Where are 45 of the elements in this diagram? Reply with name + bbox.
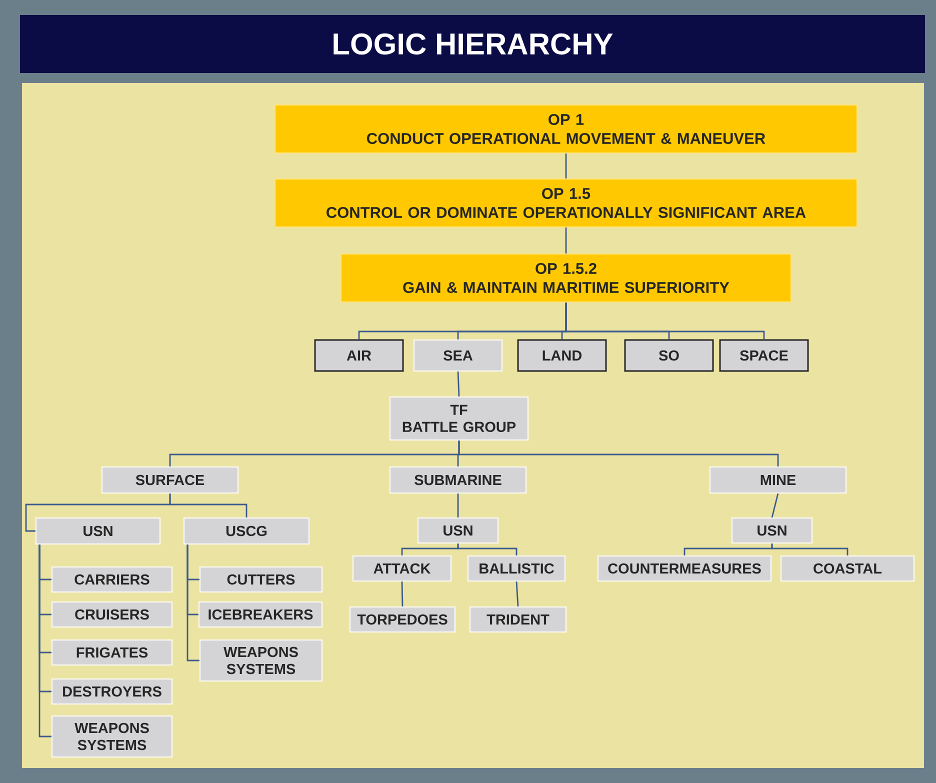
- connector-line: [38, 544, 52, 738]
- category-box: MINE: [710, 466, 846, 494]
- category-box: LAND: [517, 339, 607, 372]
- connector-line: [458, 440, 779, 466]
- connector-line: [169, 494, 248, 518]
- connector-line: [186, 544, 200, 662]
- connector-line: [565, 302, 765, 340]
- category-box: AIR: [314, 339, 404, 372]
- connector-line: [771, 493, 779, 518]
- category-box: USCG: [184, 518, 310, 544]
- category-box: WEAPONS SYSTEMS: [200, 640, 322, 682]
- category-box: ICEBREAKERS: [198, 602, 322, 628]
- category-box: USN: [732, 518, 812, 544]
- category-box: CARRIERS: [52, 566, 172, 592]
- category-box: COUNTERMEASURES: [598, 556, 772, 582]
- category-box: SPACE: [719, 339, 809, 372]
- heading-box: OP 1.5 CONTROL OR DOMINATE OPERATIONALLY SIGNIFICANT AREA: [274, 178, 858, 228]
- heading-box: OP 1.5.2 GAIN & MAINTAIN MARITIME SUPERIORITY: [340, 254, 792, 302]
- category-box: TORPEDOES: [350, 606, 456, 632]
- category-box: ATTACK: [352, 556, 452, 582]
- connector-line: [565, 154, 567, 178]
- connector-line: [457, 371, 460, 397]
- connector-line: [516, 581, 519, 607]
- category-box: WEAPONS SYSTEMS: [52, 716, 172, 758]
- category-box: DESTROYERS: [52, 678, 172, 704]
- connector-line: [771, 544, 848, 556]
- category-box: CUTTERS: [200, 566, 322, 592]
- heading-box: OP 1 CONDUCT OPERATIONAL MOVEMENT & MANEUVER: [274, 104, 858, 154]
- connector-line: [401, 581, 404, 606]
- category-box: SO: [624, 339, 714, 372]
- category-box: BALLISTIC: [468, 556, 566, 582]
- category-box: TF BATTLE GROUP: [390, 396, 528, 440]
- category-box: SURFACE: [102, 466, 238, 494]
- category-box: CRUISERS: [52, 602, 172, 628]
- category-box: SUBMARINE: [390, 466, 526, 494]
- category-box: USN: [36, 518, 160, 544]
- category-box: USN: [418, 518, 498, 544]
- category-box: FRIGATES: [52, 640, 172, 666]
- category-box: TRIDENT: [470, 606, 566, 632]
- connector-line: [457, 544, 518, 556]
- category-box: COASTAL: [780, 556, 914, 582]
- connector-line: [457, 494, 459, 518]
- category-box: SEA: [414, 340, 502, 372]
- connector-line: [565, 228, 567, 254]
- title-banner: LOGIC HIERARCHY: [20, 15, 925, 73]
